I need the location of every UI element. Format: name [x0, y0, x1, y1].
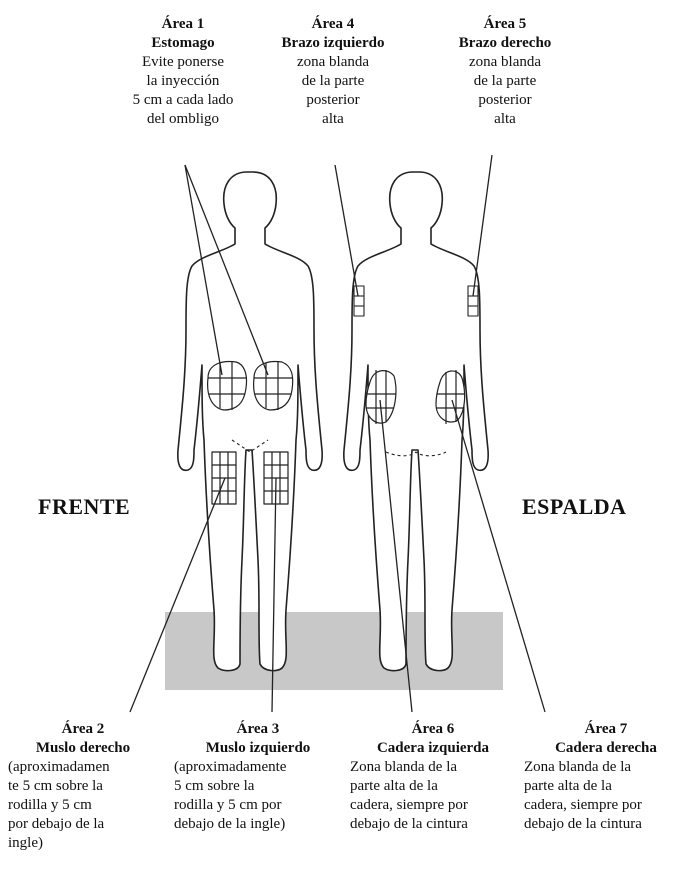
area-4-line: alta — [248, 110, 418, 129]
area-3-line: rodilla y 5 cm por — [174, 796, 342, 815]
area-4-line: zona blanda — [248, 53, 418, 72]
area-3-name: Muslo izquierdo — [174, 739, 342, 758]
area-7-line: Zona blanda de la — [524, 758, 688, 777]
area-5-line: posterior — [425, 91, 585, 110]
area-6-line: debajo de la cintura — [350, 815, 516, 834]
area-2-line: ingle) — [8, 834, 158, 853]
area-5-line: zona blanda — [425, 53, 585, 72]
area-2-label: Área 2 Muslo derecho (aproximadamen te 5… — [8, 720, 158, 853]
area-5-line: alta — [425, 110, 585, 129]
area-5-name: Brazo derecho — [425, 34, 585, 53]
back-figure — [344, 172, 488, 671]
area-4-label: Área 4 Brazo izquierdo zona blanda de la… — [248, 15, 418, 129]
area-6-number: Área 6 — [350, 720, 516, 739]
area-3-line: (aproximadamente — [174, 758, 342, 777]
area-7-line: parte alta de la — [524, 777, 688, 796]
area-6-label: Área 6 Cadera izquierda Zona blanda de l… — [350, 720, 516, 834]
area-7-number: Área 7 — [524, 720, 688, 739]
area-2-line: te 5 cm sobre la — [8, 777, 158, 796]
area-7-name: Cadera derecha — [524, 739, 688, 758]
back-view-label: ESPALDA — [522, 494, 627, 520]
area-2-line: (aproximadamen — [8, 758, 158, 777]
area-7-line: debajo de la cintura — [524, 815, 688, 834]
front-thigh-grid — [212, 452, 288, 504]
area-6-line: parte alta de la — [350, 777, 516, 796]
area-5-number: Área 5 — [425, 15, 585, 34]
area-2-name: Muslo derecho — [8, 739, 158, 758]
area-5-label: Área 5 Brazo derecho zona blanda de la p… — [425, 15, 585, 129]
area-7-line: cadera, siempre por — [524, 796, 688, 815]
area-4-line: de la parte — [248, 72, 418, 91]
area-4-number: Área 4 — [248, 15, 418, 34]
area-2-line: rodilla y 5 cm — [8, 796, 158, 815]
front-view-label: FRENTE — [38, 494, 130, 520]
area-3-label: Área 3 Muslo izquierdo (aproximadamente … — [174, 720, 342, 834]
area-4-line: posterior — [248, 91, 418, 110]
area-3-number: Área 3 — [174, 720, 342, 739]
area-3-line: 5 cm sobre la — [174, 777, 342, 796]
area-2-number: Área 2 — [8, 720, 158, 739]
area-2-line: por debajo de la — [8, 815, 158, 834]
area-6-name: Cadera izquierda — [350, 739, 516, 758]
area-6-line: cadera, siempre por — [350, 796, 516, 815]
area-4-name: Brazo izquierdo — [248, 34, 418, 53]
area-7-label: Área 7 Cadera derecha Zona blanda de la … — [524, 720, 688, 834]
area-6-line: Zona blanda de la — [350, 758, 516, 777]
area-3-line: debajo de la ingle) — [174, 815, 342, 834]
area-5-line: de la parte — [425, 72, 585, 91]
